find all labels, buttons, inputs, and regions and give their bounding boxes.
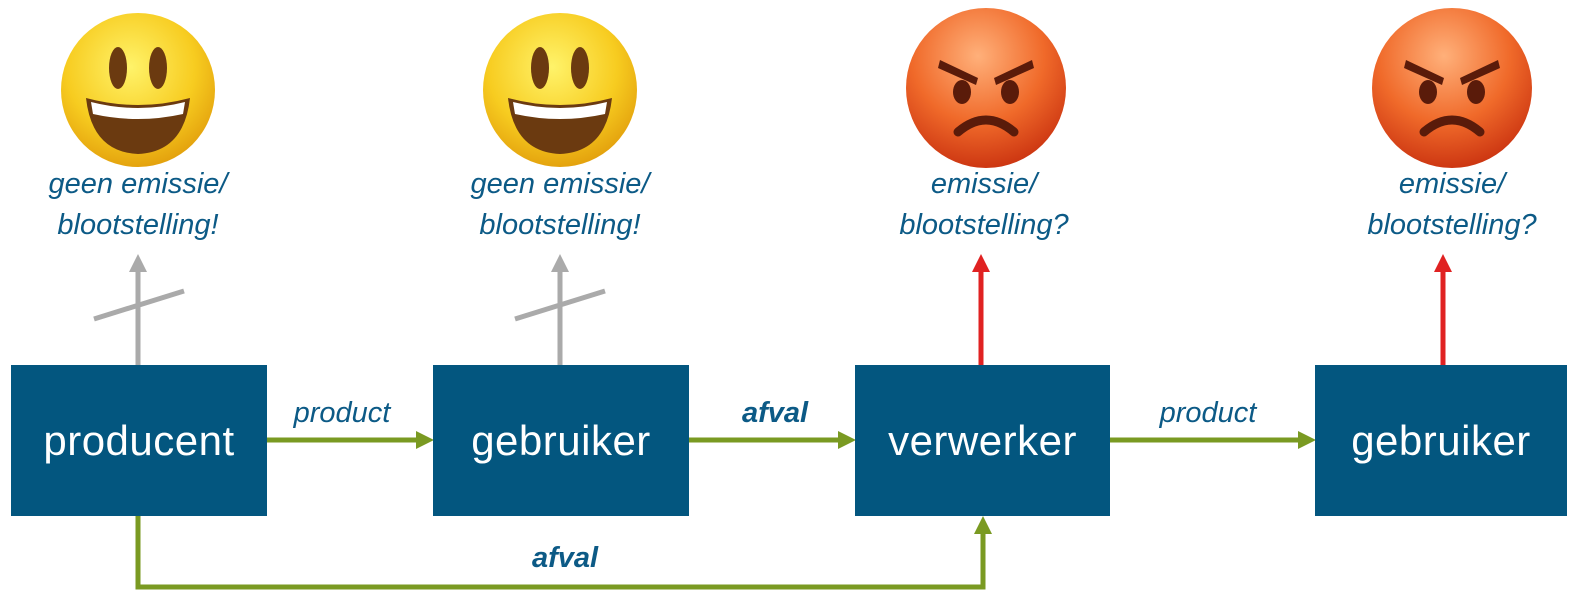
flow-label-product-2: product xyxy=(1159,397,1257,429)
node-label: verwerker xyxy=(888,416,1077,464)
emission-arrow xyxy=(1434,254,1452,365)
flow-label-afval-bottom: afval xyxy=(531,542,599,574)
flow-arrow-product-2 xyxy=(1110,431,1316,449)
flow-arrow-afval-1 xyxy=(689,431,856,449)
node-verwerker: verwerker xyxy=(855,365,1110,516)
status-line-2: blootstelling? xyxy=(1367,209,1537,241)
happy-smiley-icon xyxy=(483,13,637,167)
status-line-2: blootstelling! xyxy=(479,209,641,241)
blocked-emission-arrow xyxy=(514,254,606,365)
flow-label-product-1: product xyxy=(293,397,391,429)
node-label: gebruiker xyxy=(471,416,651,464)
flow-label-afval-1: afval xyxy=(741,397,809,429)
blocked-emission-arrow xyxy=(93,254,185,365)
flow-arrow-product-1 xyxy=(267,431,434,449)
status-label-gebruiker-2: emissie/ blootstelling? xyxy=(1340,164,1564,246)
status-line-2: blootstelling? xyxy=(899,209,1069,241)
status-line-1: emissie/ xyxy=(930,168,1038,200)
status-line-2: blootstelling! xyxy=(57,209,219,241)
status-label-gebruiker-1: geen emissie/ blootstelling! xyxy=(450,164,670,246)
angry-face-icon xyxy=(906,8,1066,168)
node-producent: producent xyxy=(11,365,267,516)
status-label-producent: geen emissie/ blootstelling! xyxy=(28,164,248,246)
node-label: gebruiker xyxy=(1351,416,1531,464)
node-gebruiker-1: gebruiker xyxy=(433,365,689,516)
node-gebruiker-2: gebruiker xyxy=(1315,365,1567,516)
status-label-verwerker: emissie/ blootstelling? xyxy=(871,164,1097,246)
flow-arrow-afval-bottom xyxy=(135,516,992,590)
happy-smiley-icon xyxy=(61,13,215,167)
emission-arrow xyxy=(972,254,990,365)
node-label: producent xyxy=(43,416,235,464)
status-line-1: geen emissie/ xyxy=(470,168,650,200)
status-line-1: geen emissie/ xyxy=(48,168,228,200)
angry-face-icon xyxy=(1372,8,1532,168)
status-line-1: emissie/ xyxy=(1398,168,1506,200)
